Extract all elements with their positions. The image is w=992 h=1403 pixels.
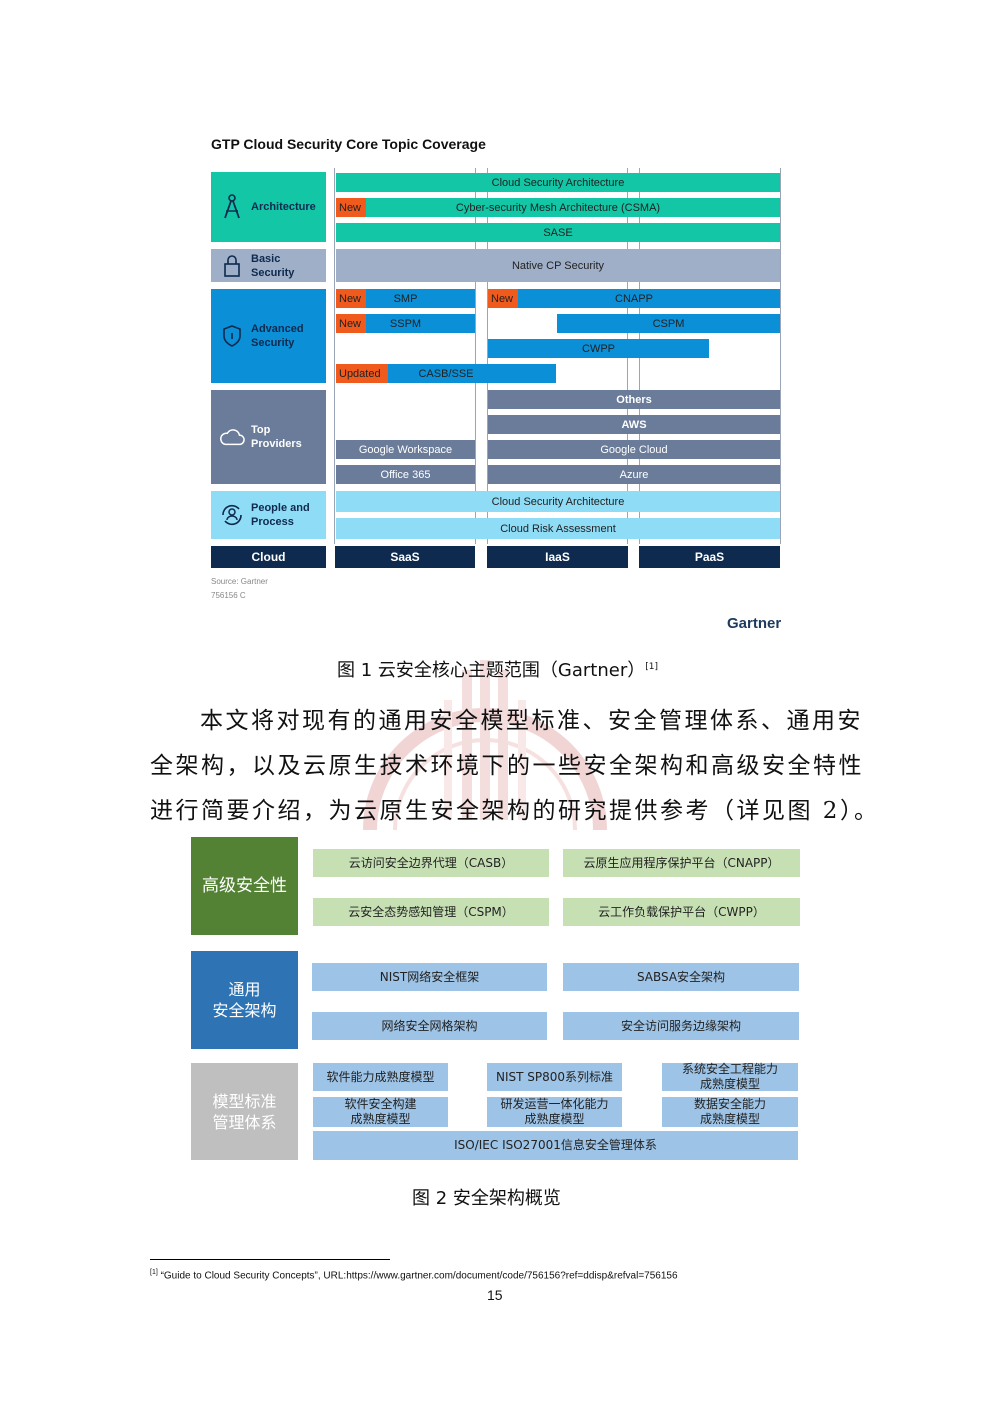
fig2-item-csma: 网络安全网格架构 bbox=[312, 1012, 547, 1040]
category-advanced-security: Advanced Security bbox=[211, 289, 326, 383]
fig2-item-cwpp: 云工作负载保护平台（CWPP） bbox=[563, 898, 800, 926]
fig2-item-nist-csf: NIST网络安全框架 bbox=[312, 963, 547, 991]
bar-cloud-risk-assessment: Cloud Risk Assessment bbox=[336, 518, 780, 539]
compass-icon bbox=[219, 194, 245, 220]
figure1-caption: 图 1 云安全核心主题范围（Gartner）[1] bbox=[337, 656, 658, 682]
footer-iaas: IaaS bbox=[487, 546, 628, 568]
category-label: Architecture bbox=[251, 201, 316, 213]
fig2-item-casb: 云访问安全边界代理（CASB） bbox=[313, 849, 549, 877]
bar-azure: Azure bbox=[488, 465, 780, 484]
category-architecture: Architecture bbox=[211, 172, 326, 242]
new-tag: New bbox=[336, 289, 366, 308]
category-label: Advanced Security bbox=[251, 323, 304, 349]
category-people-process: People and Process bbox=[211, 491, 326, 539]
watermark-seal-icon bbox=[363, 660, 607, 831]
footnote-text: “Guide to Cloud Security Concepts”, URL:… bbox=[160, 1270, 678, 1282]
figure-code: 756156 C bbox=[211, 591, 246, 600]
fig2-category-advanced: 高级安全性 bbox=[191, 837, 298, 935]
fig2-category-general: 通用 安全架构 bbox=[191, 951, 298, 1049]
footnote-ref: [1] bbox=[150, 1269, 158, 1276]
bar-cspm: CSPM bbox=[557, 314, 780, 333]
bar-cloud-security-architecture: Cloud Security Architecture bbox=[336, 491, 780, 512]
footer-saas: SaaS bbox=[335, 546, 475, 568]
body-paragraph-line-1: 本文将对现有的通用安全模型标准、安全管理体系、通用安 bbox=[200, 708, 863, 734]
figure2-caption: 图 2 安全架构概览 bbox=[412, 1188, 561, 1209]
fig2-item-nist-sp800: NIST SP800系列标准 bbox=[487, 1063, 622, 1091]
bar-casb-sse: CASB/SSE bbox=[336, 364, 556, 383]
bar-smp: SMP bbox=[336, 289, 475, 308]
fig2-item-sabsa: SABSA安全架构 bbox=[563, 963, 799, 991]
fig2-item-cnapp: 云原生应用程序保护平台（CNAPP） bbox=[563, 849, 800, 877]
new-tag: New bbox=[336, 198, 366, 217]
bar-aws: AWS bbox=[488, 415, 780, 434]
grid-line bbox=[475, 168, 476, 544]
fig2-item-sse-cmm: 系统安全工程能力 成熟度模型 bbox=[662, 1062, 798, 1091]
bar-google-workspace: Google Workspace bbox=[336, 440, 475, 459]
lock-icon bbox=[219, 253, 245, 279]
new-tag: New bbox=[336, 314, 366, 333]
category-label: Top Providers bbox=[251, 424, 302, 450]
bar-sspm: SSPM bbox=[336, 314, 475, 333]
footnote-divider bbox=[150, 1259, 390, 1260]
fig2-item-devops-mm: 研发运营一体化能力 成熟度模型 bbox=[487, 1097, 622, 1127]
body-paragraph-line-3: 进行简要介绍，为云原生安全架构的研究提供参考（详见图 2）。 bbox=[150, 798, 880, 824]
grid-line bbox=[780, 168, 781, 544]
fig2-category-model: 模型标准 管理体系 bbox=[191, 1063, 298, 1160]
bar-native-cp-security: Native CP Security bbox=[336, 249, 780, 282]
footer-paas: PaaS bbox=[639, 546, 780, 568]
page-number: 15 bbox=[487, 1287, 503, 1303]
fig2-item-sase: 安全访问服务边缘架构 bbox=[563, 1012, 799, 1040]
source-note: Source: Gartner bbox=[211, 577, 268, 586]
bar-google-cloud: Google Cloud bbox=[488, 440, 780, 459]
cloud-icon bbox=[219, 424, 245, 450]
grid-line bbox=[334, 168, 335, 544]
bar-csma: Cyber-security Mesh Architecture (CSMA) bbox=[336, 198, 780, 217]
people-cycle-icon bbox=[219, 502, 245, 528]
new-tag: New bbox=[488, 289, 518, 308]
bar-others: Others bbox=[488, 390, 780, 409]
category-top-providers: Top Providers bbox=[211, 390, 326, 484]
footnote: [1] “Guide to Cloud Security Concepts”, … bbox=[150, 1269, 678, 1281]
bar-office-365: Office 365 bbox=[336, 465, 475, 484]
bar-sase: SASE bbox=[336, 223, 780, 242]
caption-ref: [1] bbox=[645, 662, 658, 672]
category-label: Basic Security bbox=[251, 252, 295, 279]
bar-cwpp: CWPP bbox=[488, 339, 709, 358]
updated-tag: Updated bbox=[336, 364, 388, 383]
fig2-item-bsimm: 软件安全构建 成熟度模型 bbox=[313, 1097, 448, 1127]
category-label: People and Process bbox=[251, 502, 310, 528]
figure1-title: GTP Cloud Security Core Topic Coverage bbox=[211, 136, 486, 152]
body-paragraph-line-2: 全架构，以及云原生技术环境下的一些安全架构和高级安全特性 bbox=[150, 753, 864, 779]
gartner-logo: Gartner bbox=[727, 615, 782, 632]
fig2-item-cmm: 软件能力成熟度模型 bbox=[313, 1063, 448, 1091]
fig2-item-dsmm: 数据安全能力 成熟度模型 bbox=[662, 1097, 798, 1127]
fig2-item-cspm: 云安全态势感知管理（CSPM） bbox=[313, 898, 549, 926]
shield-icon bbox=[219, 323, 245, 349]
category-basic-security: Basic Security bbox=[211, 249, 326, 282]
caption-text: 图 1 云安全核心主题范围（Gartner） bbox=[337, 660, 646, 681]
footer-cloud: Cloud bbox=[211, 546, 326, 568]
grid-line bbox=[487, 168, 488, 544]
fig2-item-iso27001: ISO/IEC ISO27001信息安全管理体系 bbox=[313, 1131, 798, 1160]
bar-cnapp: CNAPP bbox=[488, 289, 780, 308]
bar-cloud-security-architecture: Cloud Security Architecture bbox=[336, 173, 780, 192]
